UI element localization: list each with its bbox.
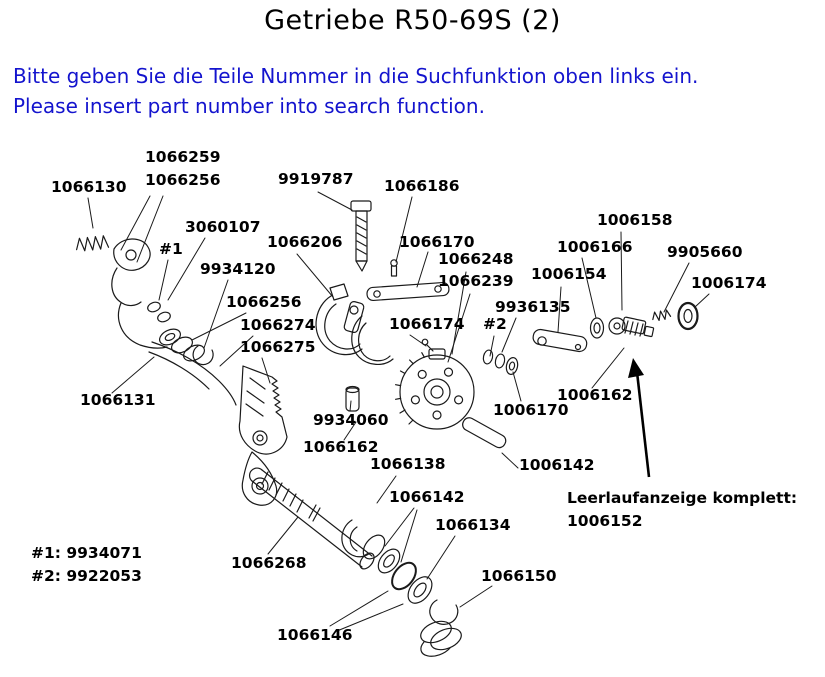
part-number-label: 1066134 bbox=[435, 516, 511, 534]
part-number-label: 1006162 bbox=[557, 386, 633, 404]
part-main-shaft-drawing bbox=[248, 467, 375, 570]
part-tiny-screw-drawing bbox=[421, 338, 434, 352]
part-number-label: 9934060 bbox=[313, 411, 389, 429]
part-number-label: 9905660 bbox=[667, 243, 743, 261]
part-switch-bolt-drawing bbox=[608, 316, 655, 338]
part-number-label: 1066150 bbox=[481, 567, 557, 585]
part-number-label: 9934120 bbox=[200, 260, 276, 278]
part-indicator-lever-drawing bbox=[532, 328, 588, 353]
part-number-label: 1006154 bbox=[531, 265, 607, 283]
part-pawl-lever-drawing bbox=[111, 238, 168, 349]
part-shift-forks-drawing bbox=[315, 283, 394, 365]
instruction-text-english: Please insert part number into search fu… bbox=[13, 94, 485, 118]
part-roller-drawing bbox=[345, 385, 360, 412]
part-number-label: 1066248 bbox=[438, 250, 514, 268]
part-number-label: 1066130 bbox=[51, 178, 127, 196]
leader-lines bbox=[87, 191, 710, 632]
part-indicator-washer-drawing bbox=[589, 317, 605, 339]
part-number-label: 1066275 bbox=[240, 338, 316, 356]
part-number-label: 1006158 bbox=[597, 211, 673, 229]
assembly-note-label: Leerlaufanzeige komplett: bbox=[567, 489, 798, 507]
part-grommet-ring-drawing bbox=[677, 301, 699, 331]
part-number-label: 1066206 bbox=[267, 233, 343, 251]
part-number-label: 1066174 bbox=[389, 315, 465, 333]
footnote-2: #2: 9922053 bbox=[31, 567, 142, 585]
part-number-label: 9936135 bbox=[495, 298, 571, 316]
part-number-label: 1006170 bbox=[493, 401, 569, 419]
part-link-plate-drawing bbox=[366, 281, 450, 302]
part-number-label: 1066256 bbox=[145, 171, 221, 189]
part-number-label: 1066274 bbox=[240, 316, 316, 334]
part-number-label: 1066170 bbox=[399, 233, 475, 251]
part-circlip-drawing bbox=[429, 599, 459, 625]
part-number-label: 1066259 bbox=[145, 148, 221, 166]
assembly-part-number: 1006152 bbox=[567, 512, 643, 530]
part-spring-drawing bbox=[76, 235, 110, 252]
instruction-text-german: Bitte geben Sie die Teile Nummer in die … bbox=[13, 64, 699, 88]
part-number-label: 1006166 bbox=[557, 238, 633, 256]
part-number-label: 9919787 bbox=[278, 170, 354, 188]
part-number-label: 1006142 bbox=[519, 456, 595, 474]
part-toothed-quadrant-drawing bbox=[238, 365, 288, 455]
part-small-washers-drawing bbox=[147, 301, 171, 323]
part-coil-ring-drawing bbox=[420, 620, 462, 657]
part-number-label: 1066239 bbox=[438, 272, 514, 290]
part-lever-arm-drawing bbox=[148, 341, 237, 406]
part-pin-drawing bbox=[462, 417, 507, 449]
part-number-label: 1066186 bbox=[384, 177, 460, 195]
part-number-label: 1066138 bbox=[370, 455, 446, 473]
footnote-ref-label: #2 bbox=[483, 315, 507, 333]
parts-line-art bbox=[76, 200, 699, 657]
part-number-label: 1006174 bbox=[691, 274, 767, 292]
part-number-label: 1066131 bbox=[80, 391, 156, 409]
part-number-label: 1066268 bbox=[231, 554, 307, 572]
part-washer-train-drawing bbox=[362, 534, 433, 604]
page-title: Getriebe R50-69S (2) bbox=[264, 5, 561, 36]
part-lower-link-drawing bbox=[241, 451, 278, 506]
part-small-screw-drawing bbox=[390, 259, 398, 277]
part-lower-fork-drawing bbox=[341, 519, 371, 558]
footnote-ref-label: #1 bbox=[159, 240, 183, 258]
part-cam-washers-drawing bbox=[482, 349, 519, 375]
part-number-label: 1066142 bbox=[389, 488, 465, 506]
part-number-label: 1066146 bbox=[277, 626, 353, 644]
part-number-label: 3060107 bbox=[185, 218, 261, 236]
footnote-1: #1: 9934071 bbox=[31, 544, 142, 562]
pointer-arrow bbox=[628, 358, 651, 478]
part-bolt-drawing bbox=[350, 200, 372, 272]
part-number-label: 1066162 bbox=[303, 438, 379, 456]
part-number-label: 1066256 bbox=[226, 293, 302, 311]
part-small-spring-drawing bbox=[652, 309, 672, 322]
part-cam-plate-drawing bbox=[395, 348, 475, 430]
